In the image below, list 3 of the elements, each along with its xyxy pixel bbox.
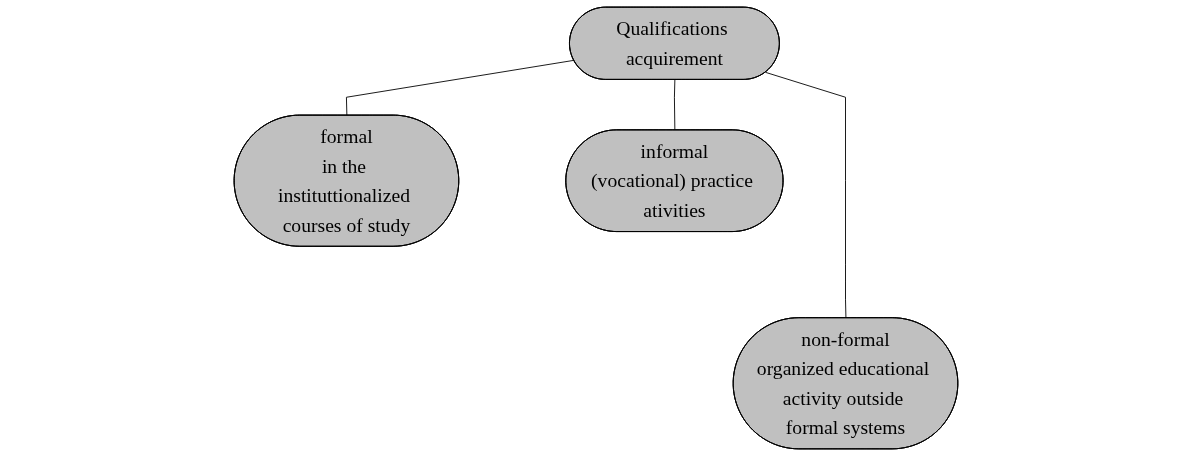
connector — [674, 79, 676, 131]
connector — [346, 59, 575, 116]
connector — [765, 71, 847, 319]
